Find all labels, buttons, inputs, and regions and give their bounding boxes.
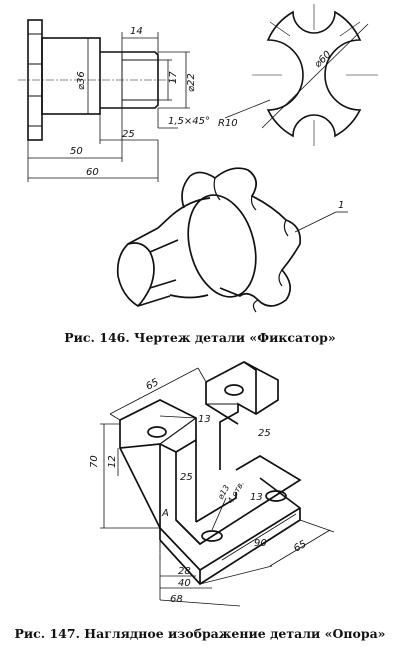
fig146-leader-1	[294, 211, 348, 233]
dim-50: 50	[70, 146, 83, 157]
fig146-dimension-lines	[27, 32, 190, 182]
fig146-end-centerlines	[224, 4, 378, 146]
leader-label-1: 1	[338, 200, 344, 211]
dim-68: 68	[170, 594, 183, 605]
dim-d22: ⌀22	[186, 73, 197, 92]
label-a: А	[161, 508, 169, 519]
dim-25-right: 25	[258, 428, 271, 439]
dim-28: 28	[178, 566, 191, 577]
dim-12: 12	[107, 455, 118, 468]
dim-70: 70	[89, 455, 100, 468]
fig147-isometric	[119, 361, 302, 586]
dim-13-top: 13	[198, 414, 211, 425]
dim-14: 14	[130, 26, 143, 37]
fig147-caption: Рис. 147. Наглядное изображение детали «…	[14, 626, 386, 641]
dim-17: 17	[168, 71, 179, 84]
dim-65-top: 65	[144, 377, 160, 393]
dim-25: 25	[122, 129, 135, 140]
fig146-isometric	[116, 167, 302, 313]
dim-d36: ⌀36	[76, 71, 87, 90]
dim-25-left: 25	[180, 472, 193, 483]
fig146-end-view	[266, 10, 362, 138]
dim-d60: ⌀60	[312, 49, 333, 70]
dim-r10: R10	[218, 118, 238, 129]
dim-40: 40	[178, 578, 191, 589]
dim-holes-count: 4 отв.	[226, 479, 246, 505]
fig147-dimension-lines	[100, 367, 335, 607]
dim-65-bottom: 65	[292, 539, 309, 555]
dim-13-mid: 13	[250, 492, 263, 503]
dim-90: 90	[254, 538, 267, 549]
dim-60: 60	[86, 167, 99, 178]
dim-chamfer: 1,5×45°	[168, 116, 210, 127]
fig146-caption: Рис. 146. Чертеж детали «Фиксатор»	[64, 330, 336, 345]
